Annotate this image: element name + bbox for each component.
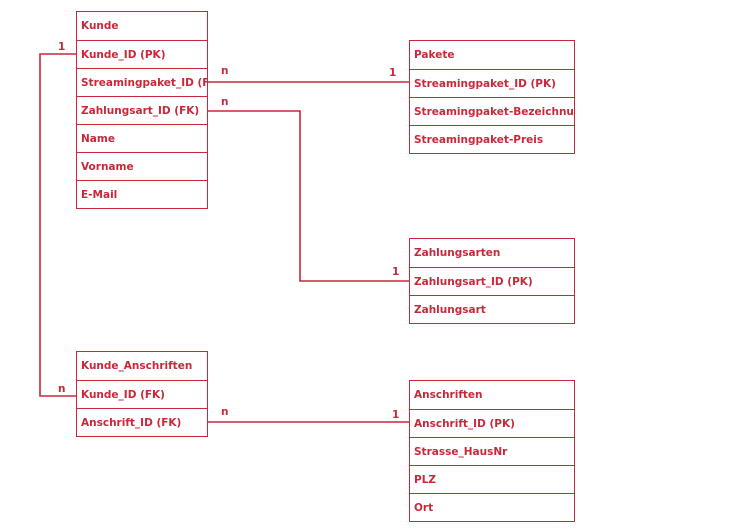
entity-title-kunde: Kunde <box>81 20 119 32</box>
cardinality-kundeanschriften-anschriften-to: 1 <box>392 409 400 421</box>
entity-zahlungsarten[interactable]: Zahlungsarten Zahlungsart_ID (PK) Zahlun… <box>409 238 575 324</box>
field-email: E-Mail <box>77 180 207 208</box>
cardinality-kunde-pakete-from: n <box>221 65 229 77</box>
relationship-line-kunde-kundeanschriften <box>39 53 76 397</box>
entity-pakete[interactable]: Pakete Streamingpaket_ID (PK) Streamingp… <box>409 40 575 154</box>
field-streamingpaket-bezeichnung: Streamingpaket-Bezeichnung <box>410 97 574 125</box>
field-zahlungsart-id-pk: Zahlungsart_ID (PK) <box>410 267 574 295</box>
entity-anschriften[interactable]: Anschriften Anschrift_ID (PK) Strasse_Ha… <box>409 380 575 522</box>
field-streamingpaket-id-pk: Streamingpaket_ID (PK) <box>410 69 574 97</box>
entity-kunde-anschriften[interactable]: Kunde_Anschriften Kunde_ID (FK) Anschrif… <box>76 351 208 437</box>
relationship-line-kunde-zahlungsarten <box>207 110 409 282</box>
field-streamingpaket-id: Streamingpaket_ID (FK) <box>77 68 207 96</box>
cardinality-kunde-kundeanschriften-to: n <box>58 383 66 395</box>
entity-title-pakete: Pakete <box>414 49 455 61</box>
field-ort: Ort <box>410 493 574 521</box>
field-plz: PLZ <box>410 465 574 493</box>
field-vorname: Vorname <box>77 152 207 180</box>
cardinality-kunde-zahlungsarten-to: 1 <box>392 266 400 278</box>
field-name: Name <box>77 124 207 152</box>
field-streamingpaket-preis: Streamingpaket-Preis <box>410 125 574 153</box>
entity-title-anschriften: Anschriften <box>414 389 483 401</box>
cardinality-kunde-zahlungsarten-from: n <box>221 96 229 108</box>
field-kunde-id-fk: Kunde_ID (FK) <box>77 380 207 408</box>
entity-kunde[interactable]: Kunde Kunde_ID (PK) Streamingpaket_ID (F… <box>76 11 208 209</box>
cardinality-kunde-pakete-to: 1 <box>389 67 397 79</box>
entity-title-zahlungsarten: Zahlungsarten <box>414 247 501 259</box>
field-anschrift-id-pk: Anschrift_ID (PK) <box>410 409 574 437</box>
field-anschrift-id-fk: Anschrift_ID (FK) <box>77 408 207 436</box>
entity-title-kunde-anschriften: Kunde_Anschriften <box>81 360 193 372</box>
cardinality-kunde-kundeanschriften-from: 1 <box>58 41 66 53</box>
field-zahlungsart: Zahlungsart <box>410 295 574 323</box>
field-kunde-id: Kunde_ID (PK) <box>77 40 207 68</box>
field-zahlungsart-id: Zahlungsart_ID (FK) <box>77 96 207 124</box>
cardinality-kundeanschriften-anschriften-from: n <box>221 406 229 418</box>
field-strasse-hausnr: Strasse_HausNr <box>410 437 574 465</box>
